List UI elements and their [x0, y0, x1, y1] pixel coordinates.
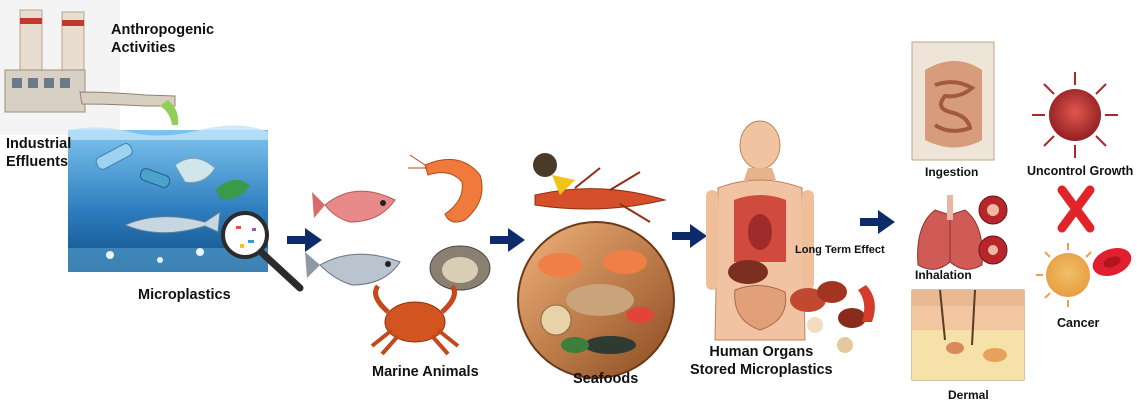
magnifier-icon [223, 213, 300, 288]
label-effluents: Effluents [6, 153, 71, 171]
label-marine-animals: Marine Animals [372, 363, 479, 381]
crab-icon [372, 286, 458, 354]
flow-arrow-3 [672, 224, 707, 248]
label-industrial: Industrial [6, 135, 71, 153]
label-seafoods: Seafoods [573, 370, 638, 388]
seafood-platter-icon [518, 222, 674, 378]
label-activities: Activities [111, 39, 214, 57]
label-human-organs-line1: Human Organs [690, 343, 833, 361]
tumor-cell-icon [1036, 243, 1091, 307]
oyster-icon [430, 246, 490, 290]
label-stored-microplastics: Stored Microplastics [690, 361, 833, 379]
label-long-term-effect: Long Term Effect [795, 244, 885, 258]
flow-arrow-2 [490, 228, 525, 252]
awareness-ribbon-icon [1062, 190, 1090, 228]
cancer-cell-icon [1032, 72, 1118, 158]
label-dermal: Dermal [948, 388, 989, 403]
label-microplastics: Microplastics [138, 286, 231, 304]
flow-arrow-1 [287, 228, 322, 252]
flow-arrow-4 [860, 210, 895, 234]
intestine-icon [912, 42, 994, 160]
label-inhalation: Inhalation [915, 268, 972, 283]
label-ingestion: Ingestion [925, 165, 978, 180]
lobster-icon [533, 153, 665, 222]
label-human-organs: Human Organs Stored Microplastics [690, 343, 833, 379]
label-anthropogenic-activities: Anthropogenic Activities [111, 21, 214, 57]
fish-icon [305, 191, 400, 285]
red-blood-cell-icon [1089, 243, 1135, 281]
label-uncontrol-growth: Uncontrol Growth [1027, 164, 1133, 180]
label-industrial-effluents: Industrial Effluents [6, 135, 71, 171]
label-cancer: Cancer [1057, 316, 1099, 332]
shrimp-icon [408, 155, 482, 222]
lungs-icon [918, 195, 1007, 269]
label-anthropogenic: Anthropogenic [111, 21, 214, 39]
skin-layers-icon [912, 290, 1024, 380]
